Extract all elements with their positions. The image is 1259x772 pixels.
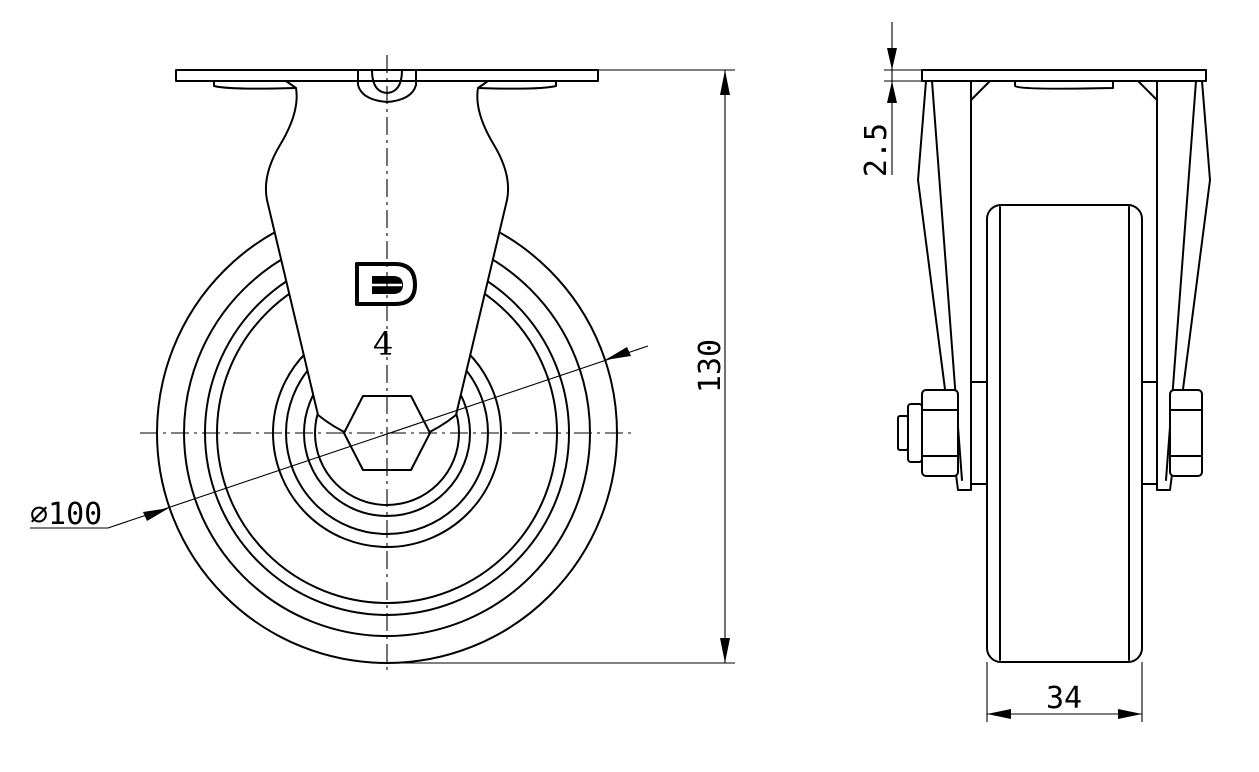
width-label: 34 — [1046, 681, 1082, 716]
part-number-label: 4 — [373, 325, 393, 363]
fork-gusset — [970, 80, 1158, 101]
side-view — [884, 22, 1211, 722]
plate-rib-right — [477, 80, 557, 90]
axle-nut-left — [897, 389, 959, 477]
width-dimension — [986, 662, 1143, 722]
axle-nut-right — [1169, 389, 1203, 477]
height-dimension — [387, 69, 735, 664]
plate-rib-left — [213, 80, 297, 90]
height-label: 130 — [693, 339, 728, 393]
side-plate-rib — [1014, 80, 1114, 90]
plate-thickness-label: 2.5 — [859, 123, 894, 177]
fork-leg-right — [1156, 80, 1211, 491]
fork-leg-left — [917, 80, 972, 491]
diameter-label: ⌀100 — [30, 497, 102, 532]
front-view — [30, 55, 735, 670]
wheel-side-profile — [986, 204, 1143, 663]
plate-thickness-dimension — [884, 22, 922, 175]
side-top-plate — [921, 69, 1207, 82]
diameter-dimension — [30, 345, 649, 529]
